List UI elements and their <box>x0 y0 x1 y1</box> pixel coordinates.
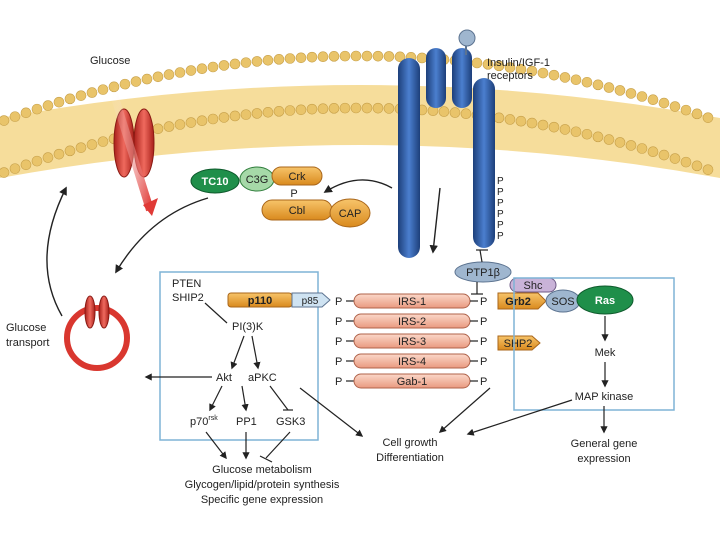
glucose-transport-label-1: Glucose <box>6 322 46 334</box>
receptor-phospho-5: P <box>497 220 504 231</box>
outcome-2: Glycogen/lipid/protein synthesis <box>185 479 340 491</box>
cap-label: CAP <box>339 208 362 220</box>
apkc-label: aPKC <box>248 372 277 384</box>
phospho-left: P <box>335 296 342 308</box>
shp2-protein <box>497 335 541 351</box>
cap-protein <box>329 198 371 228</box>
crk-protein <box>271 166 323 186</box>
phospho-right: P <box>480 376 487 388</box>
substrate-row: P IRS-2 P <box>335 313 487 329</box>
pi3k-pathway-box <box>159 271 319 441</box>
receptor-phospho-4: P <box>497 209 504 220</box>
pten-label: PTEN <box>172 278 201 290</box>
receptor-label-1: Insulin/IGF-1 <box>487 57 550 69</box>
glucose-transporter-membrane <box>113 108 155 178</box>
general-gene-label-2: expression <box>577 453 630 465</box>
outcome-1: Glucose metabolism <box>212 464 312 476</box>
outcome-3: Specific gene expression <box>201 494 323 506</box>
insulin-ligand-icon <box>458 29 476 47</box>
phospho-right: P <box>480 336 487 348</box>
pi3k-label: PI(3)K <box>232 321 264 333</box>
phospho-left: P <box>335 316 342 328</box>
c3g-label: C3G <box>246 174 269 186</box>
glucose-label: Glucose <box>90 55 130 67</box>
ship2-label: SHIP2 <box>172 292 204 304</box>
receptor-label-2: receptors <box>487 70 533 82</box>
glut4-vesicle <box>64 305 130 371</box>
phospho-right: P <box>480 356 487 368</box>
tc10-label: TC10 <box>202 176 229 188</box>
ras-label: Ras <box>595 295 615 307</box>
differentiation-label: Differentiation <box>376 452 444 464</box>
glucose-transport-label-2: transport <box>6 337 49 349</box>
p85-label: p85 <box>302 296 319 307</box>
grb2-label: Grb2 <box>505 296 531 308</box>
crk-phospho: P <box>290 188 297 200</box>
glucose-entry-arrow <box>108 86 154 212</box>
p110-label: p110 <box>248 295 272 307</box>
gsk3-label: GSK3 <box>276 416 305 428</box>
phospho-left: P <box>335 356 342 368</box>
substrate-label: IRS-1 <box>398 296 426 308</box>
ras-protein <box>576 285 634 315</box>
ptp1b-label: PTP1β <box>466 267 500 279</box>
phospho-right: P <box>480 316 487 328</box>
receptor-phospho-2: P <box>497 187 504 198</box>
receptor-phospho-3: P <box>497 198 504 209</box>
substrate-row: P IRS-1 P <box>335 293 487 309</box>
receptor-phospho-1: P <box>497 176 504 187</box>
mapk-pathway-box <box>513 277 675 411</box>
ptp1b-protein <box>454 261 512 283</box>
p70rsk-label: p70rsk <box>190 415 218 428</box>
pp1-label: PP1 <box>236 416 257 428</box>
grb2-protein <box>497 292 547 310</box>
substrate-label: Gab-1 <box>397 376 428 388</box>
cell-membrane <box>0 50 720 178</box>
phospho-left: P <box>335 336 342 348</box>
shc-label: Shc <box>524 280 543 292</box>
crk-label: Crk <box>288 171 306 183</box>
sos-label: SOS <box>551 296 574 308</box>
phospho-right: P <box>480 296 487 308</box>
phospho-left: P <box>335 376 342 388</box>
substrate-label: IRS-2 <box>398 316 426 328</box>
substrate-label: IRS-3 <box>398 336 426 348</box>
substrate-row: P IRS-4 P <box>335 353 487 369</box>
mek-label: Mek <box>595 347 616 359</box>
cell-growth-label: Cell growth <box>382 437 437 449</box>
receptor-phospho-6: P <box>497 231 504 242</box>
substrate-label: IRS-4 <box>398 356 426 368</box>
cbl-label: Cbl <box>289 205 306 217</box>
substrate-row: P Gab-1 P <box>335 373 487 389</box>
p85-subunit <box>291 292 331 308</box>
insulin-receptor <box>398 29 495 258</box>
substrate-row: P IRS-3 P <box>335 333 487 349</box>
tc10-protein <box>190 168 240 194</box>
map-kinase-label: MAP kinase <box>575 391 634 403</box>
shp2-label: SHP2 <box>504 338 533 350</box>
akt-label: Akt <box>216 372 232 384</box>
general-gene-label-1: General gene <box>571 438 638 450</box>
